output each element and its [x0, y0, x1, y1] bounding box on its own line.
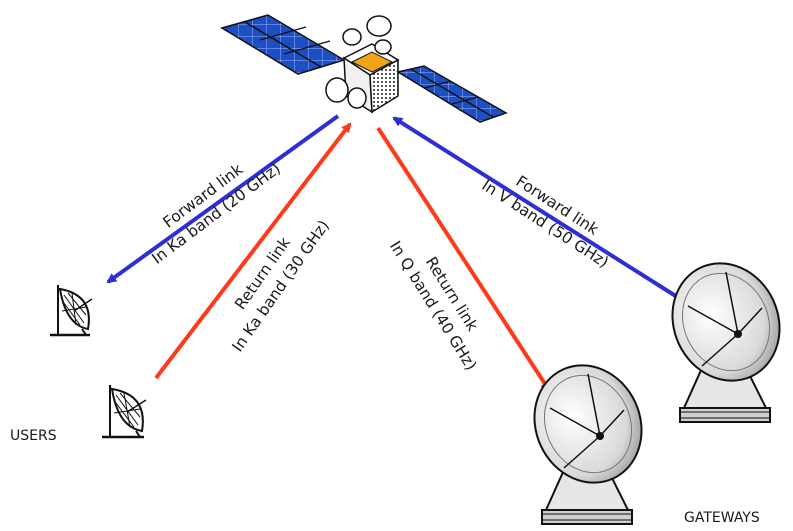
forward-link-ka-arrow: [106, 114, 340, 284]
left-solar-panel: [220, 14, 346, 75]
satellite-antennas: [325, 15, 392, 109]
satellite-icon: [220, 14, 508, 123]
user-terminal-icon-bottom: [102, 385, 147, 439]
gateways-caption: GATEWAYS: [684, 510, 760, 526]
user-terminal-icon-top: [50, 285, 93, 337]
satellite-body: [342, 43, 400, 114]
gateway-dish-icon-right: [671, 262, 781, 423]
return-link-ka-arrow: [154, 122, 352, 380]
return-link-q-arrow: [376, 126, 551, 392]
right-solar-panel: [396, 65, 508, 123]
forward-link-v-arrow: [392, 116, 684, 302]
users-caption: USERS: [10, 428, 57, 444]
gateway-dish-icon-left: [533, 364, 643, 525]
